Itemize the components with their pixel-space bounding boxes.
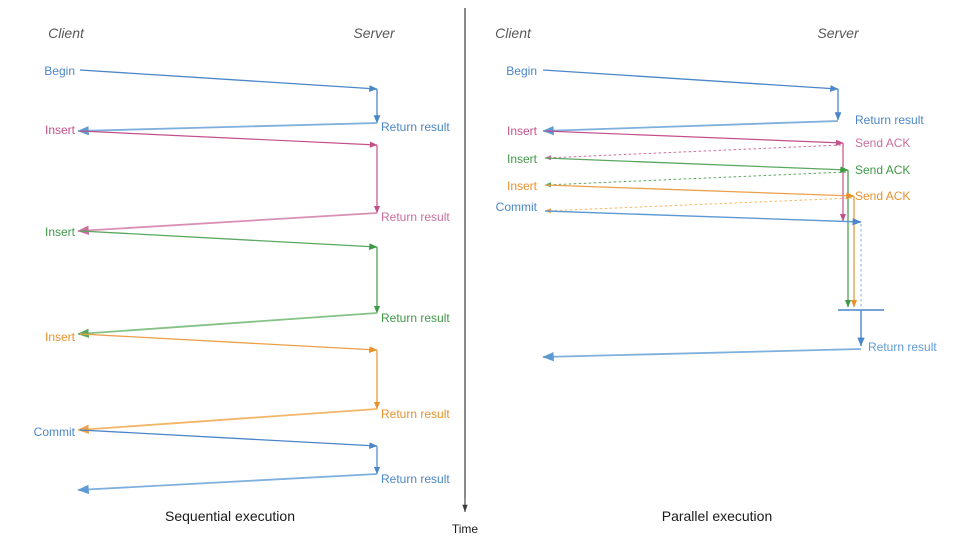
message-group-insert3-sequential: Insert Return result [45,330,450,434]
label-send-ack-2: Send ACK [855,163,910,177]
arrow-insert2-request [79,230,378,250]
label-insert-1-parallel: Insert [507,124,538,138]
label-send-ack-3: Send ACK [855,189,910,203]
message-group-commit-parallel: Commit Return result [496,200,937,362]
arrow-insert3-request-parallel [544,184,855,200]
panel-parallel: Client Server Begin Return result Insert… [495,25,937,524]
lane-title-server-parallel: Server [817,25,860,41]
label-send-ack-1: Send ACK [855,136,910,150]
arrow-commit-response [77,473,378,495]
time-axis-label: Time [452,522,479,536]
lane-title-server-sequential: Server [353,25,396,41]
label-insert-2: Insert [45,225,76,239]
message-group-insert3-parallel: Insert Send ACK [507,179,910,308]
arrow-insert3-response [77,408,378,434]
label-return-result-insert3: Return result [381,407,450,421]
arrow-insert1-request-parallel [544,130,844,146]
arrow-insert3-request [79,333,378,353]
arrow-ack-insert1-parallel [544,144,842,161]
label-begin-parallel: Begin [506,64,537,78]
arrow-ack-insert3-parallel [544,197,853,214]
arrow-insert2-request-parallel [544,157,849,174]
label-insert-2-parallel: Insert [507,152,538,166]
message-group-begin-sequential: Begin Return result [44,64,450,136]
label-return-result-begin-parallel: Return result [855,113,924,127]
caption-parallel-execution: Parallel execution [662,508,773,524]
arrow-insert1-response [77,212,378,236]
arrow-commit-request [79,429,378,449]
label-return-result-begin: Return result [381,120,450,134]
arrow-begin-request [79,69,378,92]
label-return-result-insert2: Return result [381,311,450,325]
arrow-commit-request-parallel [544,210,862,226]
time-axis-group: Time [452,8,479,536]
message-group-insert2-parallel: Insert Send ACK [507,152,910,308]
message-group-insert1-sequential: Insert Return result [45,123,450,236]
arrow-ack-insert2-parallel [544,171,847,188]
caption-sequential-execution: Sequential execution [165,508,295,524]
label-commit: Commit [34,425,76,439]
message-group-insert1-parallel: Insert Send ACK [507,124,910,222]
label-insert-1: Insert [45,123,76,137]
lane-title-client-parallel: Client [495,25,532,41]
label-commit-parallel: Commit [496,200,538,214]
arrow-commit-response-parallel [542,348,862,362]
message-group-commit-sequential: Commit Return result [34,425,450,495]
label-insert-3-parallel: Insert [507,179,538,193]
arrow-begin-response [77,122,378,136]
arrow-insert1-request [79,130,378,148]
arrow-begin-request-parallel [542,69,839,92]
arrow-insert2-response [77,312,378,338]
message-group-insert2-sequential: Insert Return result [45,225,450,338]
message-group-begin-parallel: Begin Return result [506,64,924,136]
label-return-result-insert1: Return result [381,210,450,224]
lane-title-client-sequential: Client [48,25,85,41]
label-return-result-commit-parallel: Return result [868,340,937,354]
label-begin: Begin [44,64,75,78]
label-insert-3: Insert [45,330,76,344]
arrow-begin-response-parallel [542,120,839,136]
label-return-result-commit: Return result [381,472,450,486]
panel-sequential: Client Server Begin Return result Insert… [34,25,451,524]
